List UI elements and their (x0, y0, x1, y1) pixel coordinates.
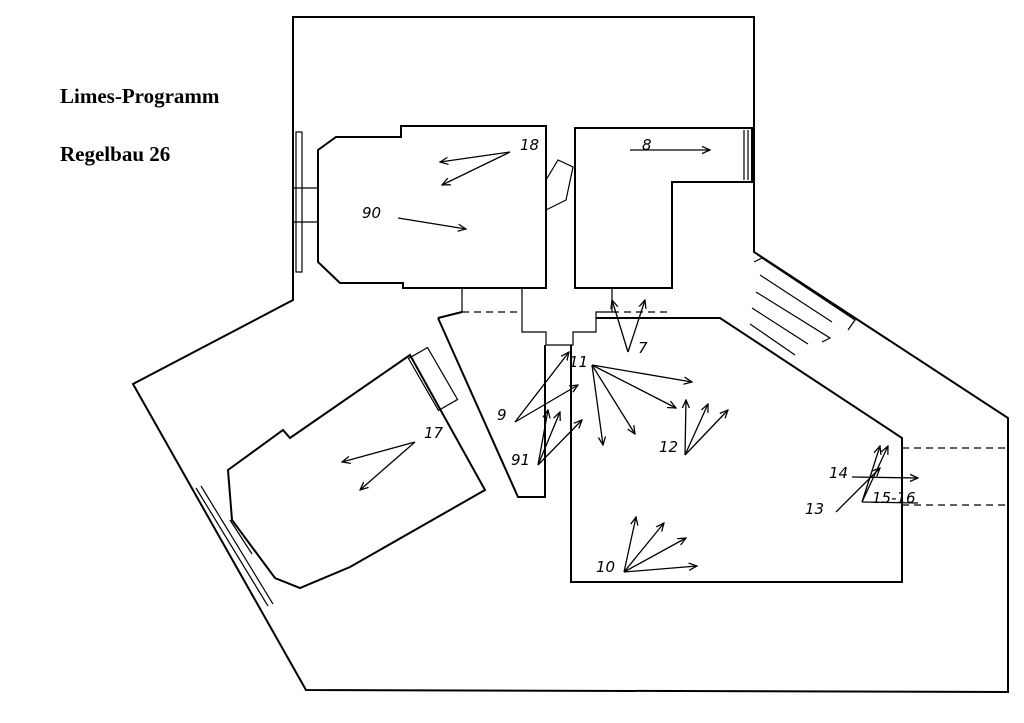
marker-label-14: 14 (829, 464, 848, 482)
room-upper-right (574, 127, 753, 289)
marker-label-13: 13 (805, 500, 824, 518)
room-lower-right (570, 317, 903, 583)
wall-stub (229, 519, 253, 555)
passage-diagonal (437, 311, 546, 498)
corridor-edge (462, 287, 672, 313)
embrasure-lower-left-inner (200, 485, 274, 605)
building-title: Regelbau 26 (60, 142, 171, 166)
embrasure (407, 346, 459, 412)
room-lower-left (226, 353, 487, 590)
stepped-embrasure (749, 257, 856, 356)
marker-label-9: 9 (497, 406, 507, 424)
marker-label-10: 10 (596, 558, 615, 576)
marker-label-18: 18 (520, 136, 539, 154)
door-upper (545, 159, 574, 211)
marker-label-15-16: 15-16 (872, 489, 916, 507)
measurement-arrows (342, 150, 918, 573)
marker-label-12: 12 (659, 438, 678, 456)
program-title: Limes-Programm (60, 84, 220, 108)
marker-label-8: 8 (642, 136, 652, 154)
corridor (461, 288, 613, 346)
dashed-outline (902, 447, 1008, 506)
embrasure-lower-left (195, 487, 269, 607)
marker-label-90: 90 (362, 204, 381, 222)
marker-label-91: 91 (511, 451, 530, 469)
outer-wall (131, 16, 1009, 694)
embrasure-left (295, 131, 303, 273)
marker-label-11: 11 (569, 353, 588, 371)
marker-label-17: 17 (424, 424, 444, 442)
room-upper-left (317, 125, 547, 289)
marker-label-7: 7 (638, 339, 648, 357)
